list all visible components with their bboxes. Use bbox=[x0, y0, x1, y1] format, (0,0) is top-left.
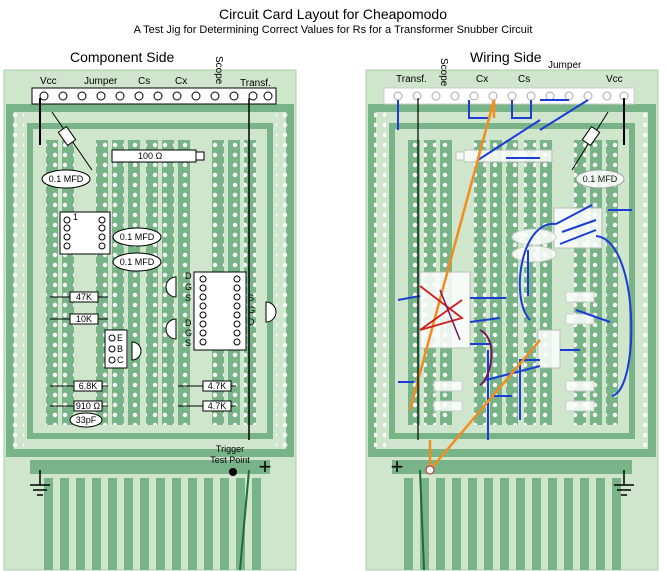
r-10k-label: 10K bbox=[76, 314, 92, 324]
wiring-header-strip: Transf. Scope Cx Cs Jumper Vcc bbox=[383, 58, 635, 105]
ground-icon-front bbox=[30, 470, 50, 496]
r-47k-b-label: 4.7K bbox=[208, 401, 227, 411]
fet3-g: G bbox=[248, 305, 255, 315]
ic-pin1-label: 1 bbox=[73, 212, 78, 222]
wiring-cap-label: 0.1 MFD bbox=[583, 174, 618, 184]
component-side-heading: Component Side bbox=[70, 49, 175, 65]
diode-front bbox=[57, 125, 77, 147]
r-68k-label: 6.8K bbox=[79, 381, 98, 391]
header-scope-label: Scope bbox=[213, 56, 224, 85]
components-front: 0.1 MFD 100 Ω 1 0.1 MFD 0.1 MFD 47K 10K … bbox=[30, 98, 277, 571]
wiring-transf-label: Transf. bbox=[396, 74, 427, 85]
res-100-label: 100 Ω bbox=[138, 151, 163, 161]
wiring-vcc-label: Vcc bbox=[606, 74, 623, 85]
fet1-g: G bbox=[185, 282, 192, 292]
cap-ic-b-label: 0.1 MFD bbox=[120, 257, 155, 267]
ground-icon-back bbox=[614, 470, 634, 496]
page-title: Circuit Card Layout for Cheapomodo bbox=[218, 6, 447, 22]
plus-back: + bbox=[391, 454, 404, 479]
fet1-d: D bbox=[185, 271, 192, 281]
component-header-strip: Vcc Jumper Cs Cx Scope Transf. bbox=[31, 56, 277, 105]
cap-33-label: 33pF bbox=[76, 415, 97, 425]
cap-ic-a-label: 0.1 MFD bbox=[120, 232, 155, 242]
r-910-label: 910 Ω bbox=[76, 401, 101, 411]
fet2-s: S bbox=[185, 338, 191, 348]
fet2-g: G bbox=[185, 328, 192, 338]
wiring-board bbox=[365, 69, 659, 571]
cap-top-label: 0.1 MFD bbox=[49, 174, 84, 184]
wiring-side-heading: Wiring Side bbox=[470, 49, 542, 65]
wiring-cx-label: Cx bbox=[476, 74, 488, 85]
ghost-components: 0.1 MFD bbox=[419, 149, 625, 412]
wiring-jumper-label: Jumper bbox=[548, 60, 582, 71]
wiring-extras: + bbox=[391, 98, 634, 571]
wiring-cs-label: Cs bbox=[518, 74, 530, 85]
trigger-label: Trigger bbox=[216, 444, 244, 454]
trigger-point-dot bbox=[229, 468, 237, 476]
wires bbox=[397, 99, 633, 471]
test-point-label: Test Point bbox=[210, 455, 250, 465]
header-vcc-label: Vcc bbox=[40, 76, 57, 87]
tr-c-label: C bbox=[117, 355, 124, 365]
fet3-d: D bbox=[248, 317, 255, 327]
ic-16pin-front bbox=[193, 271, 247, 351]
header-cs-label: Cs bbox=[138, 76, 150, 87]
fet3-s: S bbox=[248, 293, 254, 303]
header-transf-label: Transf. bbox=[240, 78, 271, 89]
r-47k-label: 47K bbox=[76, 292, 92, 302]
header-jumper-label: Jumper bbox=[84, 76, 118, 87]
tr-b-label: B bbox=[117, 344, 123, 354]
fet2-d: D bbox=[185, 318, 192, 328]
tr-e-label: E bbox=[117, 333, 123, 343]
header-cx-label: Cx bbox=[175, 76, 187, 87]
cap-top-front bbox=[41, 169, 91, 189]
page-subtitle: A Test Jig for Determining Correct Value… bbox=[133, 24, 533, 36]
r-47k-a-label: 4.7K bbox=[208, 381, 227, 391]
fet1-s: S bbox=[185, 293, 191, 303]
component-board bbox=[3, 69, 297, 571]
plus-front: + bbox=[259, 454, 272, 479]
wiring-scope-label: Scope bbox=[438, 58, 449, 87]
